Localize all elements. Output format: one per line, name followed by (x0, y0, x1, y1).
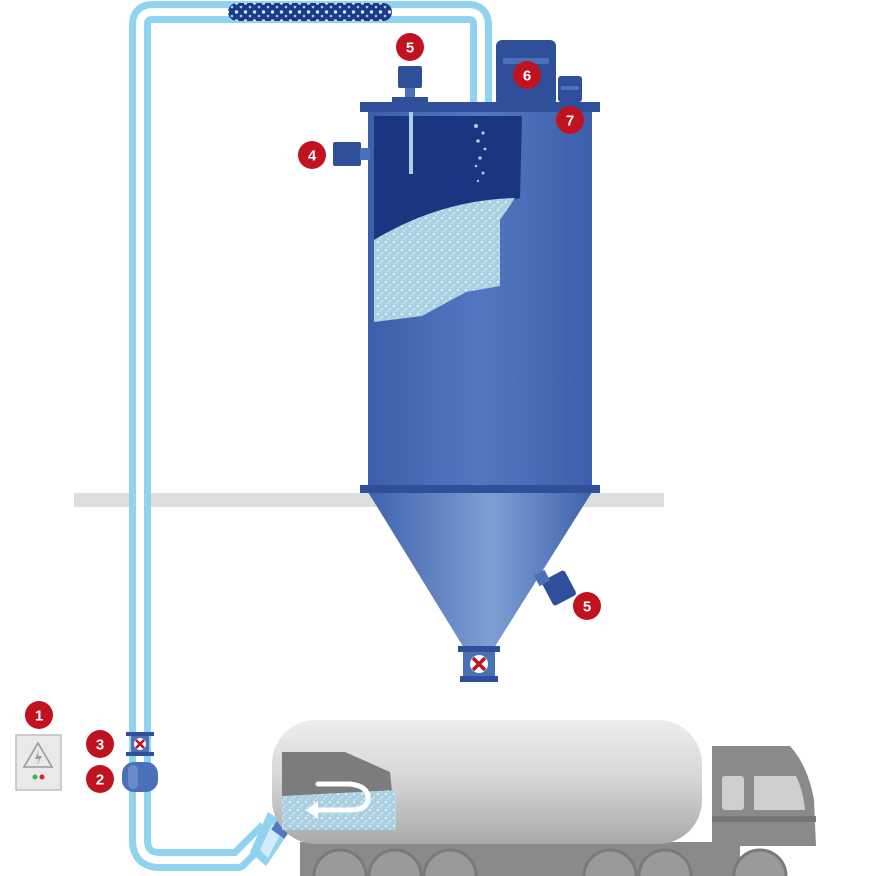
silo-outlet-valve (458, 646, 500, 682)
truck-cab-window-side (722, 776, 744, 810)
svg-text:4: 4 (308, 148, 317, 165)
level-probe-top (398, 66, 422, 88)
lightning-icon (35, 750, 42, 765)
svg-text:2: 2 (96, 772, 104, 789)
callout-pipe-valve: 3 (86, 730, 114, 758)
level-probe-cone (542, 570, 576, 606)
warning-icon (22, 741, 54, 768)
conveying-pipe (129, 1, 492, 871)
powder-particles (474, 124, 487, 183)
svg-text:7: 7 (566, 113, 574, 130)
svg-text:3: 3 (96, 737, 104, 754)
truck-wheels (312, 848, 788, 876)
callout-inlet-sensor: 4 (298, 141, 326, 169)
status-led-green (32, 774, 38, 780)
callout-level-probe-top: 5 (396, 33, 424, 61)
tanker-truck (272, 720, 816, 876)
inlet-sensor (333, 142, 361, 166)
pump (122, 762, 158, 792)
svg-text:6: 6 (523, 68, 531, 85)
callout-control-panel: 1 (25, 701, 53, 729)
pipe-powder-flow (228, 3, 392, 21)
status-led-red (39, 774, 45, 780)
callout-level-probe-cone: 5 (573, 592, 601, 620)
silo-powder (374, 198, 515, 322)
svg-text:5: 5 (406, 40, 414, 57)
callout-pump: 2 (86, 765, 114, 793)
callout-pressure-relief-valve: 7 (556, 106, 584, 134)
silo (333, 40, 600, 682)
control-panel (15, 734, 62, 791)
callout-filter-unit: 6 (513, 61, 541, 89)
flow-arrow-icon (311, 781, 371, 813)
svg-text:5: 5 (583, 599, 591, 616)
level-probe-rod (409, 112, 413, 174)
pipe-valve (126, 732, 154, 756)
svg-text:1: 1 (35, 708, 43, 725)
truck-cab-windshield (754, 776, 805, 810)
silo-cone (368, 492, 592, 648)
